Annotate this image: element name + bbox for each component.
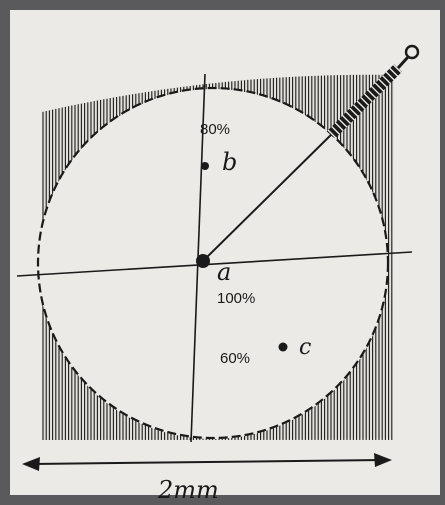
horizontal-axis: [16, 251, 413, 277]
point-b-label: b: [222, 148, 237, 176]
point-c-label: c: [299, 335, 311, 360]
pct-b-label: 80%: [200, 121, 230, 138]
acupuncture-needle-icon: [202, 44, 420, 262]
pct-a-label: 100%: [217, 290, 255, 307]
pct-c-label: 60%: [220, 350, 250, 367]
dashed-circle: [36, 86, 390, 440]
scale-label: 2mm: [157, 476, 219, 504]
point-b-dot: [201, 162, 209, 170]
scale-arrow: [22, 453, 392, 471]
point-a-label: a: [217, 258, 231, 286]
point-c-dot: [278, 342, 288, 352]
point-a-dot: [196, 254, 210, 268]
